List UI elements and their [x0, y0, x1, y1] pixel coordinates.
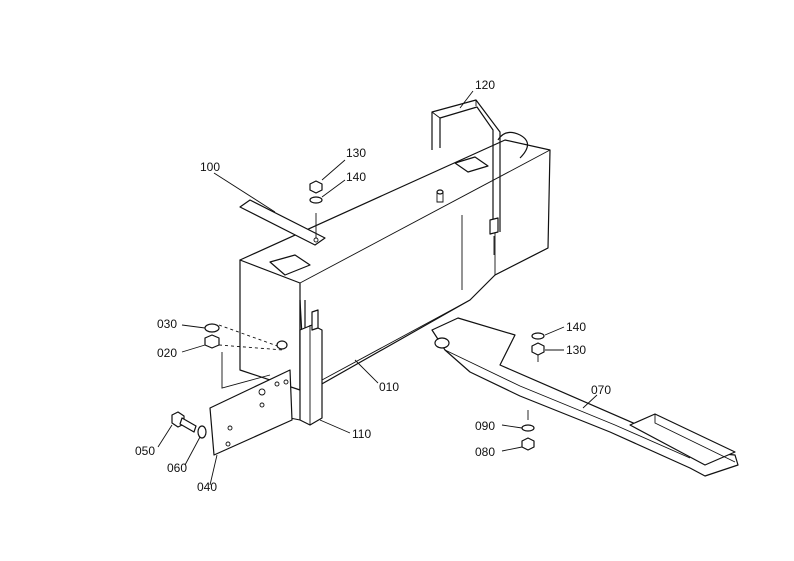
callout-labels: 100 130 140 120 030 020 140 130 010 070 …: [135, 78, 611, 494]
part-040-front-plate: [209, 352, 293, 456]
callout-100: 100: [200, 160, 220, 174]
part-130-140-right-hardware: [531, 332, 545, 362]
part-070-frame-rail: [431, 317, 739, 477]
callout-050: 050: [135, 444, 155, 458]
part-120-loop-bracket: [431, 99, 529, 255]
callout-120: 120: [475, 78, 495, 92]
part-100-top-strap: [239, 199, 326, 246]
callout-140-top: 140: [346, 170, 366, 184]
callout-140-right: 140: [566, 320, 586, 334]
callout-010: 010: [379, 380, 399, 394]
callout-070: 070: [591, 383, 611, 397]
callout-040: 040: [197, 480, 217, 494]
callout-130-top: 130: [346, 146, 366, 160]
part-050-060-bolt-washer: [171, 411, 207, 439]
part-080-090-hardware: [521, 410, 535, 451]
callout-030: 030: [157, 317, 177, 331]
part-020-030-nut-washer: [204, 323, 288, 351]
part-130-140-top-hardware: [309, 180, 323, 204]
callout-110: 110: [352, 427, 371, 441]
callout-130-right: 130: [566, 343, 586, 357]
part-110-vertical-bracket: [289, 309, 323, 426]
callout-090: 090: [475, 419, 495, 433]
callout-060: 060: [167, 461, 187, 475]
callout-080: 080: [475, 445, 495, 459]
callout-020: 020: [157, 346, 177, 360]
leader-lines: [157, 90, 598, 486]
